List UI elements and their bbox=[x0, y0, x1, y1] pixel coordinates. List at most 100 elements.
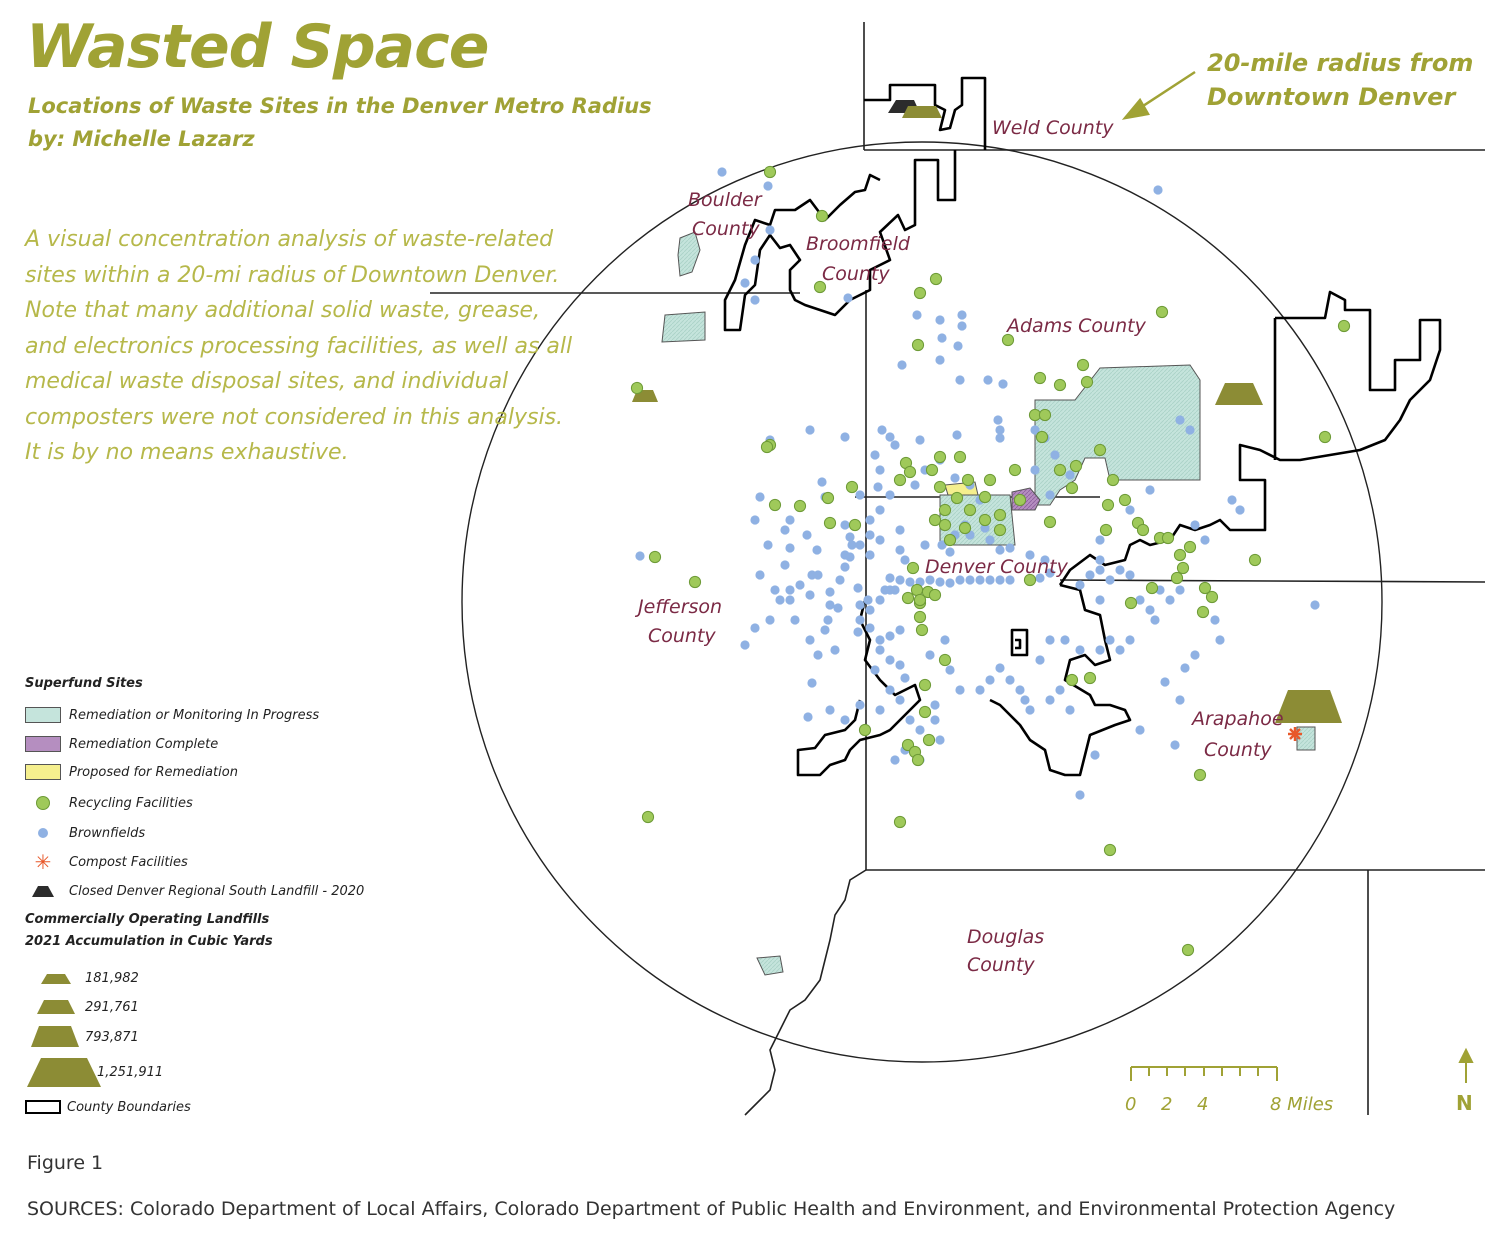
recycling-point bbox=[1083, 671, 1097, 685]
recycling-point bbox=[913, 593, 927, 607]
scale-tick-2: 2 bbox=[1161, 1094, 1172, 1115]
recycling-point bbox=[1155, 305, 1169, 319]
brownfield-point bbox=[930, 700, 940, 710]
brownfield-point bbox=[885, 685, 895, 695]
brownfield-point bbox=[1005, 543, 1015, 553]
brownfield-point bbox=[1153, 185, 1163, 195]
recycling-point bbox=[1205, 590, 1219, 604]
brownfield-point bbox=[853, 627, 863, 637]
recycling-point bbox=[928, 588, 942, 602]
brownfield-point bbox=[1050, 450, 1060, 460]
legend-label-recycling: Recycling Facilities bbox=[69, 795, 193, 811]
recycling-point bbox=[918, 705, 932, 719]
brownfield-point bbox=[1030, 465, 1040, 475]
brownfield-point bbox=[1075, 790, 1085, 800]
recycling-point bbox=[630, 381, 644, 395]
recycling-point bbox=[928, 513, 942, 527]
brownfield-point bbox=[1160, 677, 1170, 687]
brownfield-point bbox=[873, 482, 883, 492]
callout-arrow bbox=[1121, 70, 1196, 120]
brownfield-point bbox=[865, 623, 875, 633]
brownfield-point bbox=[1025, 550, 1035, 560]
brownfield-point bbox=[1025, 705, 1035, 715]
swatch-county-boundaries bbox=[25, 1100, 61, 1114]
brownfield-point bbox=[965, 575, 975, 585]
scale-tick-0: 0 bbox=[1125, 1094, 1136, 1115]
brownfield-point bbox=[870, 665, 880, 675]
brownfield-point bbox=[955, 375, 965, 385]
recycling-point bbox=[915, 623, 929, 637]
recycling-point bbox=[911, 753, 925, 767]
brownfield-point bbox=[875, 635, 885, 645]
recycling-point bbox=[1023, 573, 1037, 587]
brownfield-point bbox=[845, 552, 855, 562]
brownfield-point bbox=[755, 492, 765, 502]
brownfield-point bbox=[995, 545, 1005, 555]
recycling-point bbox=[901, 591, 915, 605]
brownfield-point bbox=[1095, 595, 1105, 605]
recycling-point bbox=[1337, 319, 1351, 333]
brownfield-point bbox=[805, 425, 815, 435]
brownfield-point bbox=[1015, 685, 1025, 695]
brownfield-point bbox=[845, 532, 855, 542]
label-arapahoe-1: Arapahoe bbox=[1190, 708, 1284, 730]
brownfield-point bbox=[1045, 490, 1055, 500]
legend-label-brownfields: Brownfields bbox=[69, 825, 146, 841]
recycling-point bbox=[688, 575, 702, 589]
closed-landfill-icon bbox=[25, 884, 61, 898]
brownfield-point bbox=[1185, 425, 1195, 435]
legend-label-remediation-progress: Remediation or Monitoring In Progress bbox=[69, 707, 320, 723]
brownfield-point bbox=[802, 530, 812, 540]
brownfield-point bbox=[993, 415, 1003, 425]
recycling-point bbox=[1065, 673, 1079, 687]
brownfield-point bbox=[905, 577, 915, 587]
brownfield-point bbox=[755, 570, 765, 580]
brownfield-point bbox=[853, 583, 863, 593]
legend-item-proposed: Proposed for Remediation bbox=[25, 761, 238, 783]
brownfield-point bbox=[1035, 655, 1045, 665]
brownfield-point bbox=[840, 562, 850, 572]
recycling-point bbox=[933, 480, 947, 494]
legend-label-proposed: Proposed for Remediation bbox=[69, 764, 238, 780]
label-broomfield-2: County bbox=[822, 263, 890, 285]
brownfield-point bbox=[1145, 485, 1155, 495]
recycling-point bbox=[1043, 515, 1057, 529]
brownfield-point bbox=[812, 545, 822, 555]
legend-item-recycling: Recycling Facilities bbox=[25, 792, 193, 814]
recycling-point bbox=[1145, 581, 1159, 595]
brownfield-point bbox=[805, 590, 815, 600]
legend-item-compost: ✳ Compost Facilities bbox=[25, 851, 188, 873]
brownfield-point bbox=[1180, 663, 1190, 673]
brownfield-point bbox=[935, 577, 945, 587]
recycling-point bbox=[922, 733, 936, 747]
brownfield-point bbox=[995, 663, 1005, 673]
recycling-point bbox=[938, 503, 952, 517]
recycling-point bbox=[961, 473, 975, 487]
brownfield-point bbox=[910, 480, 920, 490]
brownfield-point bbox=[780, 525, 790, 535]
legend-item-remediation-progress: Remediation or Monitoring In Progress bbox=[25, 704, 319, 726]
brownfield-point bbox=[825, 705, 835, 715]
recycling-point bbox=[913, 286, 927, 300]
brownfield-point bbox=[740, 278, 750, 288]
brownfield-point bbox=[840, 520, 850, 530]
brownfield-point bbox=[935, 735, 945, 745]
brownfield-point bbox=[1095, 565, 1105, 575]
map-title: Wasted Space bbox=[26, 12, 489, 82]
legend-landfill-label-2: 291,761 bbox=[85, 999, 139, 1015]
brownfield-dot-icon bbox=[25, 828, 61, 838]
brownfield-point bbox=[1135, 725, 1145, 735]
recycling-point bbox=[641, 810, 655, 824]
recycling-point bbox=[983, 473, 997, 487]
brownfield-point bbox=[865, 550, 875, 560]
brownfield-point bbox=[975, 575, 985, 585]
recycling-point bbox=[933, 450, 947, 464]
recycling-point bbox=[913, 610, 927, 624]
swatch-remediation-complete bbox=[25, 736, 61, 752]
brownfield-point bbox=[1175, 695, 1185, 705]
brownfield-point bbox=[763, 181, 773, 191]
legend-landfill-label-1: 181,982 bbox=[85, 970, 139, 986]
landfill-size-2-icon bbox=[37, 1000, 75, 1014]
brownfield-point bbox=[823, 615, 833, 625]
